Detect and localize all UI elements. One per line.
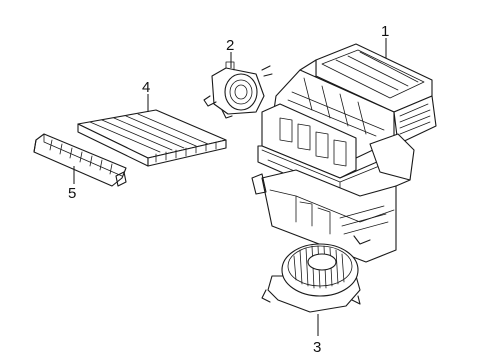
part-2-actuator — [203, 61, 273, 119]
part-5-filter-cover — [33, 133, 127, 187]
callout-5: 5 — [68, 185, 76, 202]
part-1-hvac-housing — [251, 43, 437, 263]
part-3-blower-motor — [261, 243, 361, 313]
callout-1: 1 — [381, 23, 389, 40]
callout-2: 2 — [226, 37, 234, 54]
callout-3: 3 — [313, 339, 321, 356]
callout-4: 4 — [142, 79, 150, 96]
part-4-cabin-filter — [77, 109, 227, 167]
